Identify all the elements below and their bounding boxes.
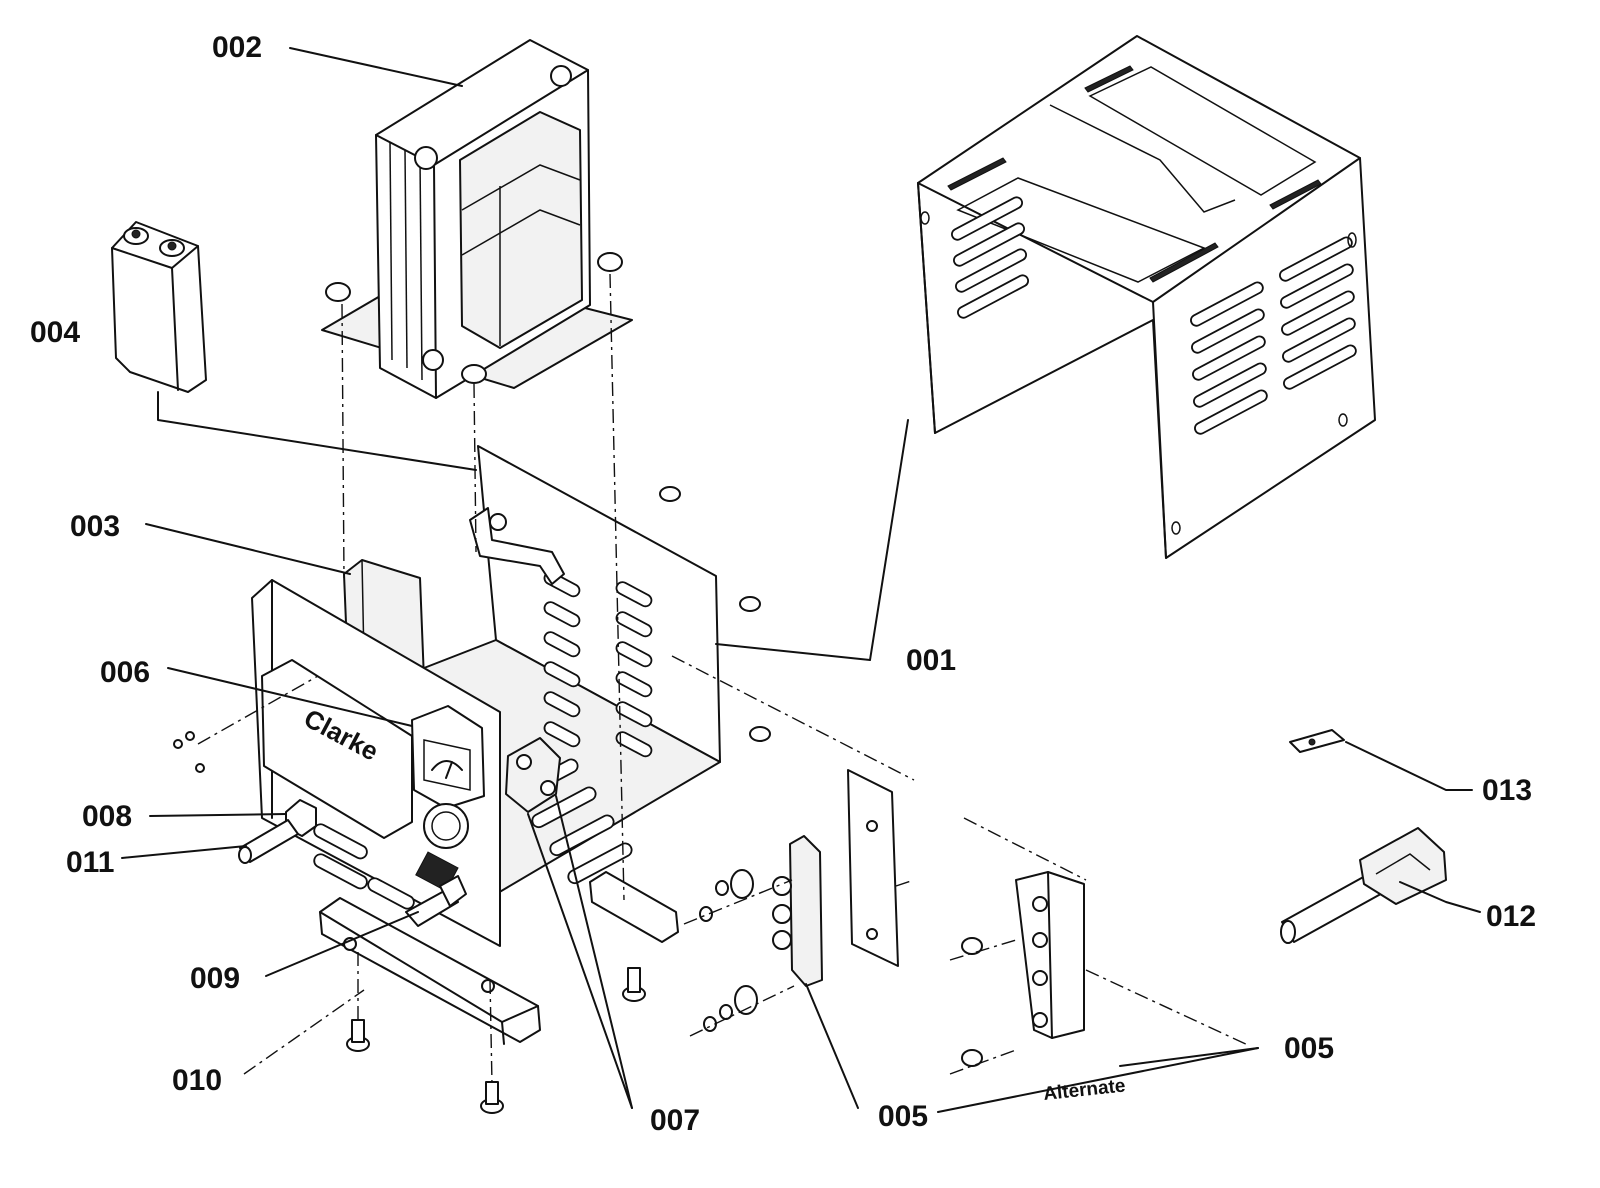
callout-013: 013 — [1482, 774, 1532, 807]
cover-part-001 — [917, 35, 1376, 559]
callout-006: 006 — [100, 656, 150, 689]
callout-005-bottom: 005 — [878, 1100, 928, 1133]
callout-003: 003 — [70, 510, 120, 543]
terminal-block-part-005 — [699, 769, 899, 1032]
foot-brackets — [319, 871, 679, 1114]
chassis-back-vents — [543, 571, 653, 758]
ammeter-part-006 — [411, 705, 485, 809]
callout-008: 008 — [82, 800, 132, 833]
callout-012: 012 — [1486, 900, 1536, 933]
cover-left-vents — [951, 196, 1029, 319]
transformer-nuts — [325, 252, 623, 384]
chassis-box — [423, 445, 771, 901]
callout-005-right: 005 — [1284, 1032, 1334, 1065]
callout-004: 004 — [30, 316, 80, 349]
cover-right-vents — [1190, 236, 1357, 435]
callouts: 002 004 003 001 006 013 008 011 012 009 … — [30, 31, 1536, 1137]
callout-009: 009 — [190, 962, 240, 995]
leader-lines — [121, 47, 1481, 1113]
transformer-part-002 — [321, 39, 633, 399]
front-panel: Clarke — [173, 579, 501, 947]
callout-010: 010 — [172, 1064, 222, 1097]
callout-011: 011 — [66, 846, 114, 879]
capacitor-part-004 — [111, 221, 207, 393]
connector-part-012 — [1280, 827, 1447, 944]
callout-007: 007 — [650, 1104, 700, 1137]
bracket-part-013 — [1289, 729, 1345, 753]
callout-001: 001 — [906, 644, 956, 677]
alignment-lines — [197, 273, 1251, 1085]
callout-002: 002 — [212, 31, 262, 64]
terminal-block-alternate — [961, 871, 1085, 1067]
alternate-label: Alternate — [1042, 1075, 1126, 1104]
